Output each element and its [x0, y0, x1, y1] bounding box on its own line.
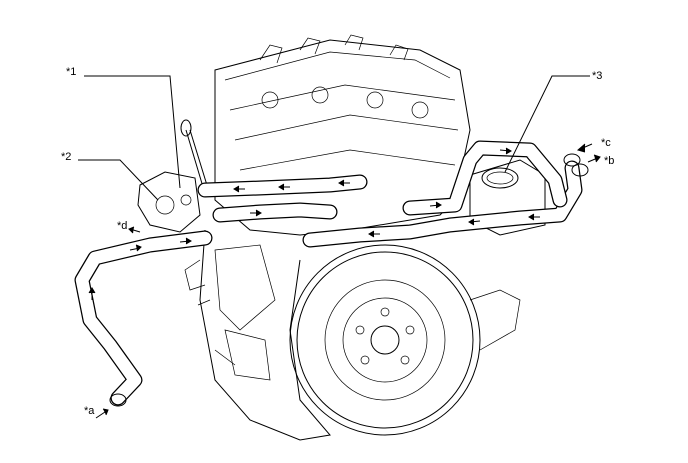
callout-c: *c [601, 137, 611, 149]
callout-2: *2 [61, 151, 72, 163]
callout-a: *a [84, 405, 95, 417]
leader-lines [78, 75, 590, 201]
callout-b: *b [604, 155, 615, 167]
water-hoses [74, 140, 589, 407]
engine-block [137, 34, 471, 441]
callout-3: *3 [592, 70, 603, 82]
callout-1: *1 [66, 66, 77, 78]
callout-d: *d [117, 220, 128, 232]
flywheel [289, 244, 521, 436]
flow-arrows [88, 143, 601, 419]
